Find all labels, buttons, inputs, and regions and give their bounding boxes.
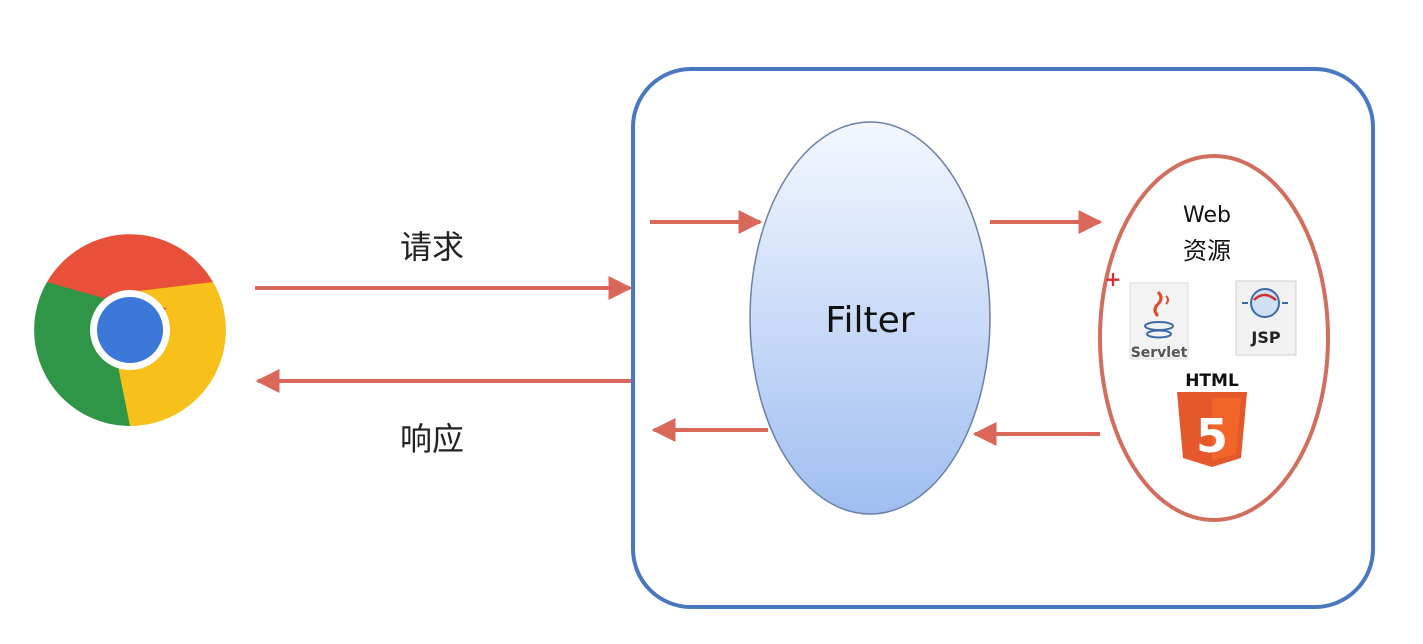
servlet-label: Servlet: [1131, 345, 1188, 361]
html5-icon: HTML 5: [1177, 371, 1247, 467]
filter-ellipse: [749, 121, 991, 515]
plus-mark: +: [1105, 267, 1122, 291]
jsp-icon: JSP: [1235, 280, 1297, 356]
java-servlet-icon: Servlet: [1129, 282, 1189, 361]
web-resources-ellipse: [1098, 154, 1330, 522]
chrome-icon: [34, 234, 226, 426]
html-label: HTML: [1185, 371, 1239, 391]
request-label: 请求: [400, 228, 464, 266]
jsp-label: JSP: [1250, 328, 1280, 347]
web-label-line2: 资源: [1183, 237, 1231, 265]
html5-version: 5: [1196, 409, 1228, 463]
response-label: 响应: [400, 420, 464, 458]
web-label-line1: Web: [1183, 203, 1231, 228]
filter-label: Filter: [825, 300, 914, 341]
